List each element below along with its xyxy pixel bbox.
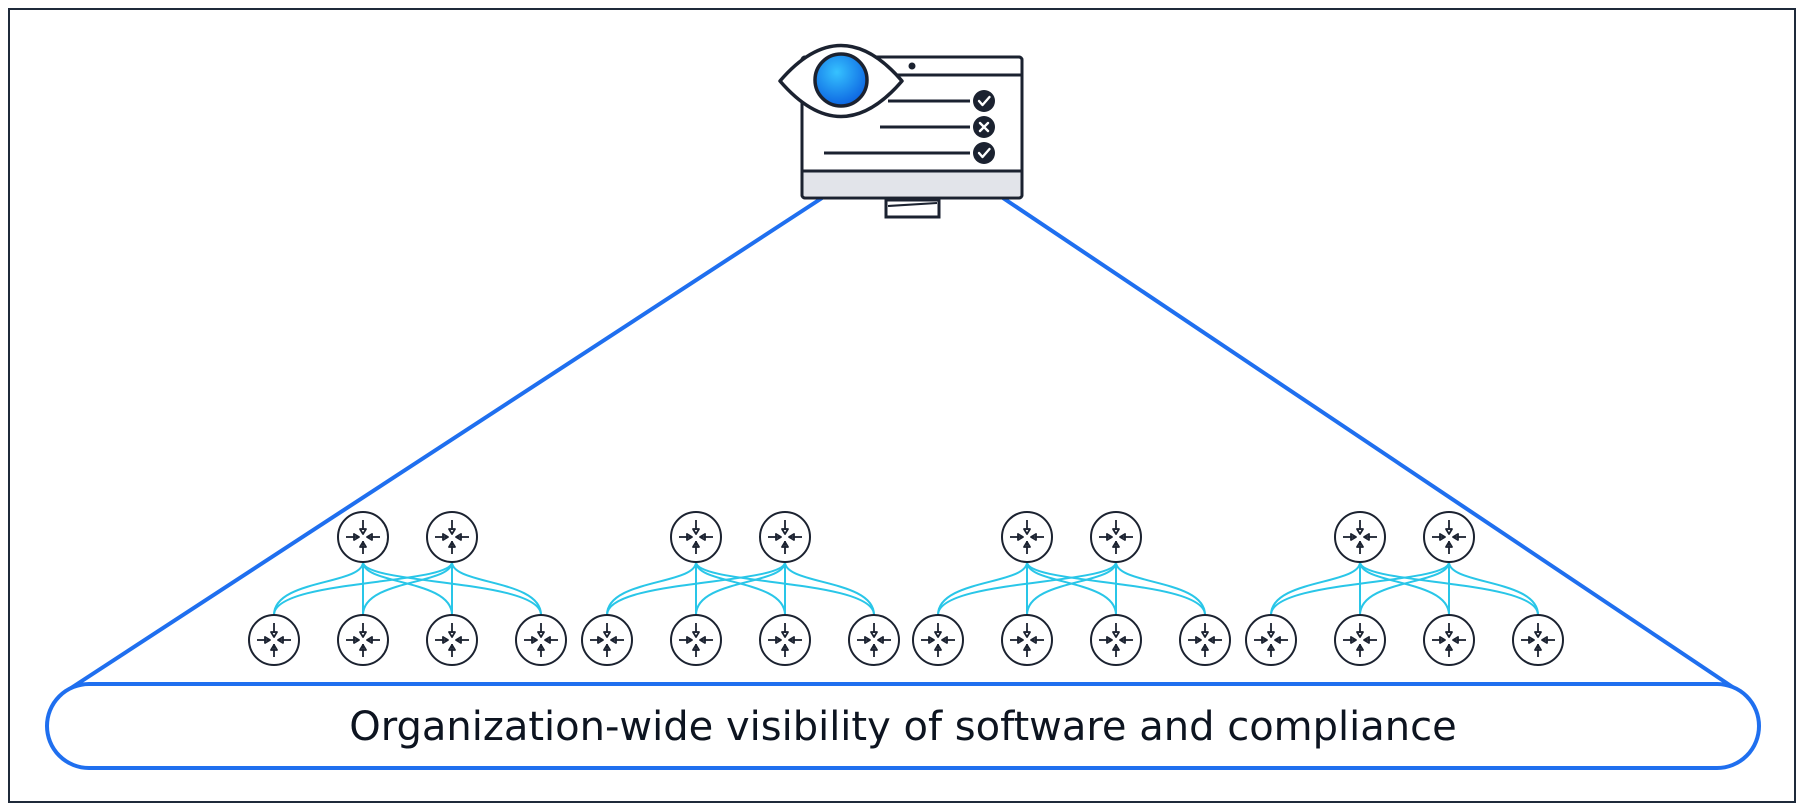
cluster-links	[606, 561, 875, 616]
network-cluster	[912, 511, 1231, 666]
x-circle-icon	[973, 116, 995, 138]
network-link	[606, 561, 697, 616]
router-icon	[1423, 614, 1475, 666]
network-link	[937, 561, 1117, 616]
network-link	[362, 561, 453, 616]
router-icon	[1001, 511, 1053, 563]
router-icon	[912, 614, 964, 666]
router-icon	[426, 511, 478, 563]
router-icon	[759, 511, 811, 563]
diagram-frame	[8, 8, 1796, 803]
network-cluster	[1245, 511, 1564, 666]
eye-icon	[778, 43, 904, 119]
check-circle-icon	[973, 90, 995, 112]
router-icon	[1512, 614, 1564, 666]
router-icon	[1423, 511, 1475, 563]
network-link	[1270, 561, 1361, 616]
network-cluster	[581, 511, 900, 666]
network-link	[1115, 561, 1206, 616]
network-cluster	[248, 511, 567, 666]
monitor-with-eye-icon	[778, 43, 1024, 219]
network-link	[1270, 561, 1450, 616]
router-icon	[248, 614, 300, 666]
network-link	[695, 561, 786, 616]
check-circle-icon	[973, 142, 995, 164]
network-link	[273, 561, 364, 616]
network-link	[362, 561, 453, 616]
router-icon	[1001, 614, 1053, 666]
router-icon	[670, 614, 722, 666]
network-link	[606, 561, 786, 616]
caption-text: Organization-wide visibility of software…	[349, 704, 1456, 750]
router-icon	[1334, 614, 1386, 666]
router-icon	[1090, 614, 1142, 666]
caption-pill	[45, 682, 1761, 770]
cluster-links	[1270, 561, 1539, 616]
router-icon	[515, 614, 567, 666]
eye-iris	[813, 52, 869, 108]
router-icon	[848, 614, 900, 666]
visibility-beam	[66, 196, 1739, 692]
network-link	[1026, 561, 1117, 616]
network-link	[695, 561, 786, 616]
cluster-links	[273, 561, 542, 616]
network-link	[1448, 561, 1539, 616]
router-icon	[337, 511, 389, 563]
network-link	[1359, 561, 1450, 616]
network-topology	[248, 511, 1564, 666]
checklist	[824, 90, 995, 164]
network-link	[937, 561, 1028, 616]
network-link	[784, 561, 875, 616]
router-icon	[670, 511, 722, 563]
beam-right-line	[1001, 196, 1739, 692]
beam-left-line	[66, 196, 824, 692]
router-icon	[337, 614, 389, 666]
router-icon	[1334, 511, 1386, 563]
network-link	[1359, 561, 1450, 616]
router-icon	[581, 614, 633, 666]
router-icon	[426, 614, 478, 666]
network-link	[273, 561, 453, 616]
cluster-links	[937, 561, 1206, 616]
router-icon	[1090, 511, 1142, 563]
network-link	[1026, 561, 1117, 616]
router-icon	[759, 614, 811, 666]
router-icon	[1245, 614, 1297, 666]
router-icon	[1179, 614, 1231, 666]
network-link	[451, 561, 542, 616]
